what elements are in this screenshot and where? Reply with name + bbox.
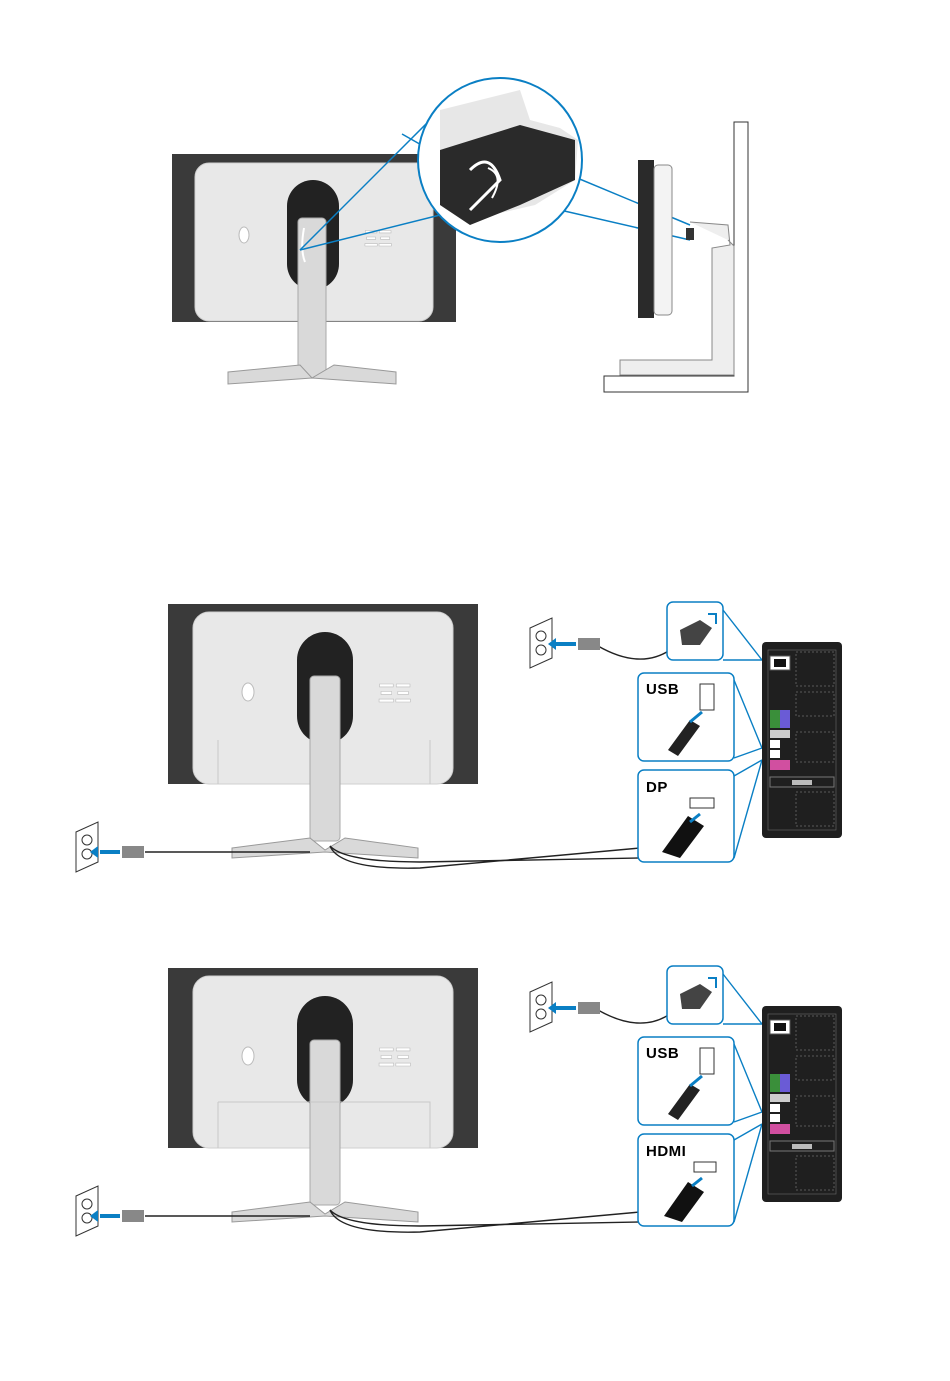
wall-outlet-icon xyxy=(76,822,98,872)
pc-tower-icon xyxy=(762,642,842,838)
wall-outlet-icon xyxy=(76,1186,98,1236)
pc-tower-icon xyxy=(762,1006,842,1202)
usb-label: USB xyxy=(646,681,679,698)
power-callout xyxy=(667,966,723,1024)
wall-outlet-icon xyxy=(530,982,552,1032)
cable-clip-icon xyxy=(418,78,582,242)
wall-outlet-icon xyxy=(530,618,552,668)
monitor-back-icon: ΞΞ xyxy=(172,154,456,384)
usb-label: USB xyxy=(646,1045,679,1062)
usb-callout: USB xyxy=(638,1037,734,1125)
cable-management-illustration: ΞΞ xyxy=(172,78,748,392)
monitor-back-icon: ΞΞ xyxy=(168,604,478,841)
power-plug-icon xyxy=(548,1002,600,1014)
hdmi-connector-icon: HDMI xyxy=(638,1134,734,1226)
usb-callout: USB xyxy=(638,673,734,761)
hdmi-connection-illustration: ΞΞ xyxy=(76,966,842,1236)
svg-text:ΞΞ: ΞΞ xyxy=(378,1042,411,1072)
monitor-back-icon: ΞΞ xyxy=(168,968,478,1205)
hdmi-label: HDMI xyxy=(646,1143,686,1160)
dp-connection-illustration: ΞΞ xyxy=(76,602,842,872)
displayport-connector-icon: DP xyxy=(638,770,734,862)
power-callout xyxy=(667,602,723,660)
power-plug-icon xyxy=(548,638,600,650)
monitor-side-view xyxy=(604,122,748,392)
dp-label: DP xyxy=(646,779,668,796)
svg-text:ΞΞ: ΞΞ xyxy=(378,678,411,708)
